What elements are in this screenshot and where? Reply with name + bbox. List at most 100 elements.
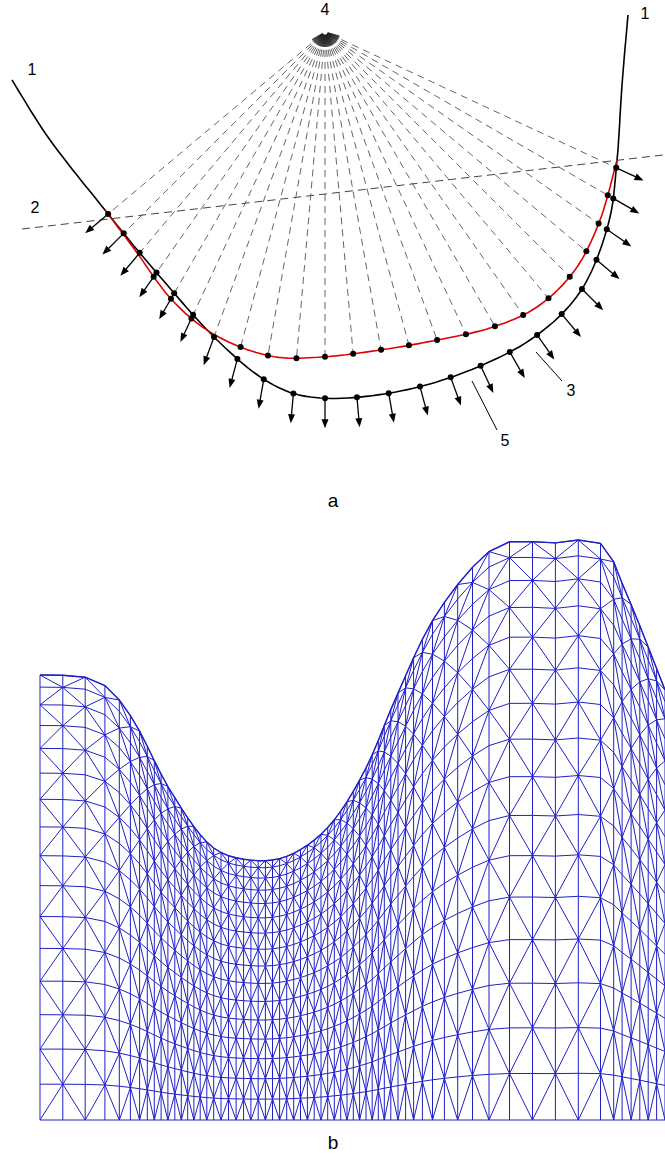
arrow-head bbox=[634, 174, 644, 181]
node-dot bbox=[121, 230, 127, 236]
leader-line bbox=[472, 381, 497, 430]
ray-line bbox=[296, 50, 323, 358]
center-spoke bbox=[324, 35, 325, 47]
center-spoke bbox=[323, 35, 325, 47]
node-dot bbox=[579, 286, 585, 292]
node-dot bbox=[378, 347, 384, 353]
mesh-boundary bbox=[40, 540, 665, 861]
leader-line bbox=[536, 352, 562, 381]
arrow-head bbox=[622, 239, 631, 247]
callout-number: 1 bbox=[28, 62, 37, 78]
arrow-head bbox=[389, 413, 396, 423]
ray-line bbox=[123, 45, 312, 234]
normal-arrow bbox=[357, 397, 359, 421]
arrow-head bbox=[455, 396, 462, 406]
center-spoke bbox=[328, 33, 339, 38]
normal-arrow bbox=[107, 233, 124, 250]
ray-line bbox=[338, 45, 570, 277]
center-spoke bbox=[328, 33, 339, 37]
arrow-head bbox=[257, 399, 264, 408]
normal-arrow bbox=[510, 352, 522, 373]
ray-line bbox=[331, 49, 437, 340]
normal-arrow bbox=[143, 273, 157, 293]
normal-arrow bbox=[124, 253, 139, 271]
center-spoke bbox=[320, 35, 324, 46]
callout-number: 2 bbox=[31, 200, 40, 216]
node-dot bbox=[448, 374, 454, 380]
arrow-head bbox=[204, 356, 211, 366]
node-dot bbox=[593, 257, 599, 263]
center-spoke bbox=[322, 35, 324, 47]
normal-arrow bbox=[420, 387, 426, 410]
node-dot bbox=[322, 395, 328, 401]
contour-curve bbox=[12, 15, 628, 399]
normal-arrow bbox=[291, 393, 293, 417]
normal-arrow bbox=[389, 393, 393, 417]
ray-line bbox=[108, 44, 311, 214]
normal-arrow bbox=[481, 366, 491, 388]
node-dot bbox=[137, 250, 143, 256]
ray-line bbox=[339, 44, 587, 252]
arrow-head bbox=[355, 418, 362, 427]
node-dot bbox=[211, 334, 217, 340]
panel-label: b bbox=[328, 1133, 339, 1152]
mesh-lines bbox=[40, 540, 665, 1120]
node-dot bbox=[386, 390, 392, 396]
ray-line bbox=[340, 42, 599, 223]
node-dot bbox=[171, 290, 177, 296]
node-dot bbox=[478, 363, 484, 369]
arrow-head bbox=[322, 419, 329, 428]
node-dot bbox=[610, 195, 616, 201]
node-dot bbox=[293, 355, 299, 361]
normal-arrow bbox=[537, 335, 551, 355]
node-dot bbox=[188, 315, 194, 321]
normal-arrow bbox=[162, 293, 174, 314]
callout-number: 3 bbox=[567, 383, 576, 399]
normal-arrow bbox=[206, 337, 214, 360]
node-dot bbox=[265, 353, 271, 359]
arrow-head bbox=[610, 271, 619, 280]
node-dot bbox=[605, 192, 611, 198]
callout-number: 1 bbox=[641, 6, 650, 22]
arrow-head bbox=[517, 369, 525, 379]
node-dot bbox=[238, 344, 244, 350]
arrow-head bbox=[85, 225, 94, 233]
ray-line bbox=[341, 41, 608, 195]
normal-arrow bbox=[613, 198, 634, 210]
ray-line bbox=[138, 46, 313, 255]
arrow-head bbox=[102, 246, 111, 255]
ray-line bbox=[335, 47, 523, 315]
center-spoke bbox=[324, 35, 326, 47]
normal-arrow bbox=[451, 377, 459, 400]
callout-number: 4 bbox=[321, 2, 330, 18]
node-dot bbox=[406, 342, 412, 348]
ray-line bbox=[327, 50, 354, 354]
ray-line bbox=[337, 46, 549, 299]
ray-line bbox=[171, 48, 316, 299]
arrow-head bbox=[594, 301, 603, 310]
center-spoke bbox=[328, 33, 339, 38]
ray-line bbox=[268, 50, 322, 356]
callout-number: 5 bbox=[501, 433, 510, 449]
normal-arrow bbox=[582, 289, 599, 306]
center-spoke bbox=[321, 35, 324, 47]
arrow-head bbox=[573, 328, 582, 337]
arrow-head bbox=[229, 378, 236, 388]
ray-line bbox=[333, 48, 466, 334]
center-spoke bbox=[328, 33, 340, 36]
figure-b-mesh bbox=[40, 540, 665, 1120]
normal-arrow bbox=[90, 214, 108, 229]
node-dot bbox=[492, 323, 498, 329]
arrow-head bbox=[139, 288, 147, 297]
normal-arrow bbox=[607, 229, 627, 243]
arrow-head bbox=[120, 267, 128, 276]
normal-arrow bbox=[260, 379, 264, 403]
arrow-head bbox=[288, 414, 295, 423]
node-dot bbox=[261, 376, 267, 382]
node-dot bbox=[350, 351, 356, 357]
arrow-head bbox=[180, 332, 187, 342]
normal-arrow bbox=[616, 168, 638, 178]
center-spoke bbox=[322, 35, 325, 47]
ray-line bbox=[330, 49, 409, 345]
node-dot bbox=[559, 311, 565, 317]
